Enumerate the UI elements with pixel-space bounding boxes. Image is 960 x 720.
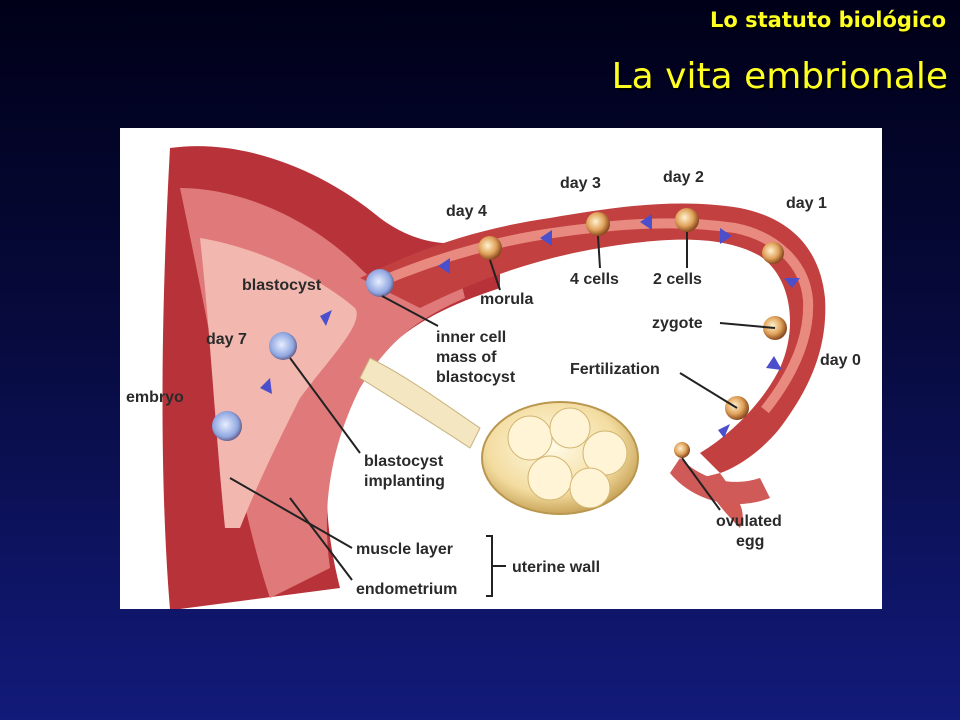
label-morula: morula (480, 291, 533, 308)
label-implanting-2: implanting (364, 473, 445, 490)
label-blastocyst: blastocyst (242, 277, 322, 294)
label-ovulated-1: ovulated (716, 513, 782, 530)
label-zygote: zygote (652, 315, 703, 332)
label-fertilization: Fertilization (570, 361, 660, 378)
label-day2: day 2 (663, 169, 704, 186)
slide-title: La vita embrionale (611, 56, 948, 97)
label-embryo: embryo (126, 389, 184, 406)
migration-arrows (260, 214, 800, 438)
label-endometrium: endometrium (356, 581, 457, 598)
label-uterine-wall: uterine wall (512, 559, 600, 576)
fallopian-tube (360, 203, 826, 473)
label-muscle-layer: muscle layer (356, 541, 453, 558)
label-implanting-1: blastocyst (364, 453, 444, 470)
label-day0: day 0 (820, 352, 861, 369)
label-ovulated-2: egg (736, 533, 764, 550)
label-day1: day 1 (786, 195, 827, 212)
ovarian-ligament (359, 357, 481, 449)
label-day7: day 7 (206, 331, 247, 348)
embryo-development-diagram: day 4 day 3 day 2 day 1 day 0 day 7 blas… (120, 128, 882, 609)
slide-subtitle: Lo statuto biológico (710, 8, 946, 32)
label-inner-cell-3: blastocyst (436, 369, 516, 386)
label-day4: day 4 (446, 203, 487, 220)
label-inner-cell-1: inner cell (436, 329, 506, 346)
developing-cells (212, 208, 787, 458)
label-2-cells: 2 cells (653, 271, 702, 288)
uterine-cavity (200, 238, 357, 528)
ovary (481, 401, 639, 515)
label-inner-cell-2: mass of (436, 349, 497, 366)
label-4-cells: 4 cells (570, 271, 619, 288)
label-day3: day 3 (560, 175, 601, 192)
